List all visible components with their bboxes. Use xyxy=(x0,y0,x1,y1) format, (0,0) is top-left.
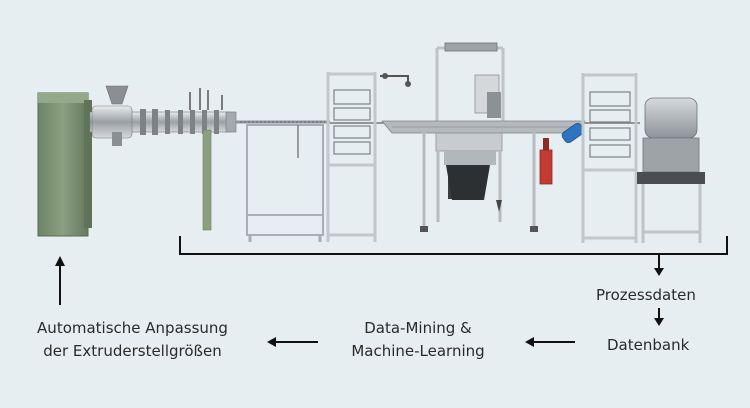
extruder-barrel xyxy=(89,85,237,231)
label-data-mining: Data-Mining & Machine-Learning xyxy=(343,317,493,363)
label-anpassung-line2: der Extruderstellgrößen xyxy=(43,342,222,360)
arrow-to-extruder xyxy=(55,256,65,305)
label-datenbank: Datenbank xyxy=(607,336,690,354)
arrow-to-datenbank xyxy=(654,308,664,326)
arrow-to-anpassung xyxy=(267,337,318,347)
label-data-mining-line1: Data-Mining & xyxy=(364,319,472,337)
label-prozessdaten: Prozessdaten xyxy=(596,286,696,304)
winder-cabinet xyxy=(637,97,705,243)
cooling-table xyxy=(246,124,324,242)
arrow-to-data-mining xyxy=(525,337,575,347)
arrow-to-prozessdaten xyxy=(654,254,664,276)
label-automatische-anpassung: Automatische Anpassung der Extruderstell… xyxy=(20,317,245,363)
extruder-motor xyxy=(37,92,92,237)
label-anpassung-line1: Automatische Anpassung xyxy=(37,319,228,337)
measurement-rack-left xyxy=(326,72,411,242)
label-data-mining-line2: Machine-Learning xyxy=(351,342,485,360)
measurement-rack-right xyxy=(581,73,638,243)
haul-off-unit xyxy=(381,42,586,232)
process-data-bracket xyxy=(179,236,728,255)
